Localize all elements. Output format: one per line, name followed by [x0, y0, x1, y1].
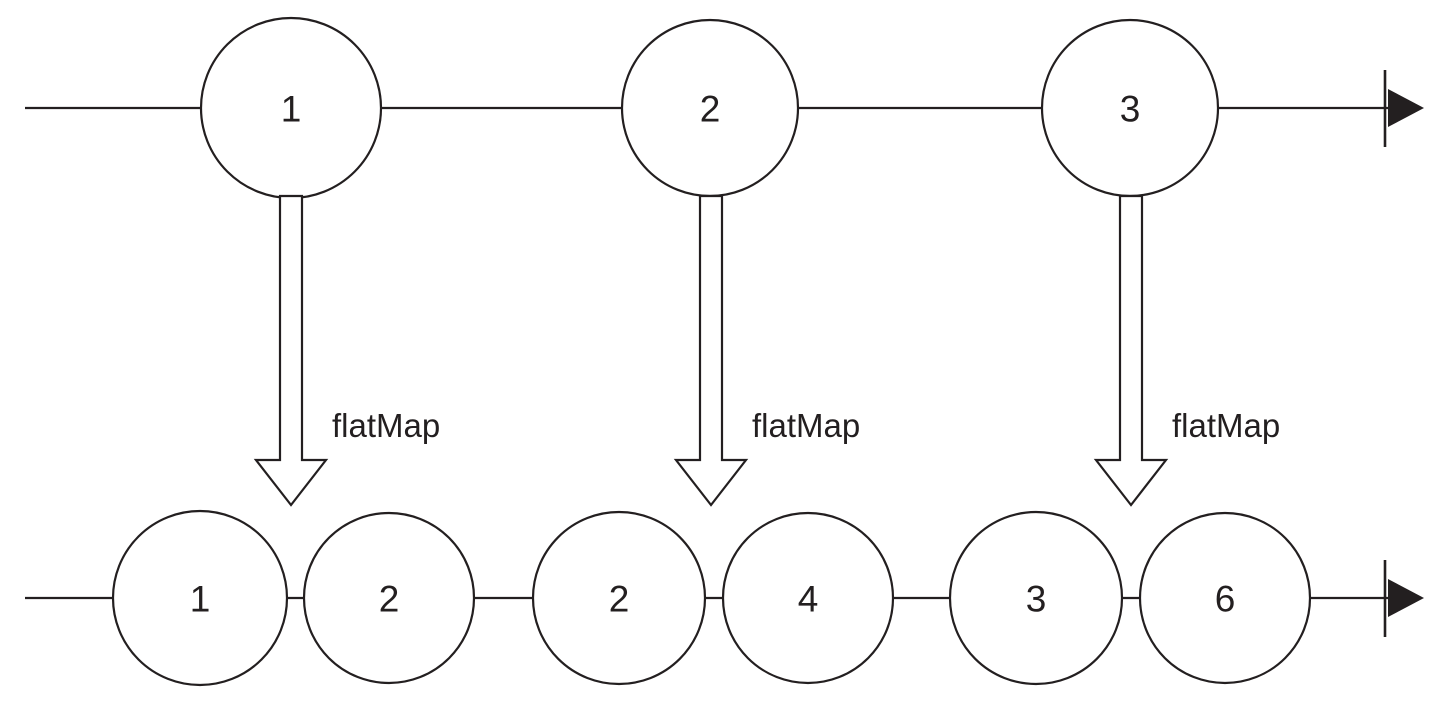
marble-circle[interactable] — [531, 510, 707, 686]
source-timeline-arrowhead — [1388, 89, 1424, 127]
marble-label: 3 — [1120, 89, 1141, 130]
result-timeline-arrowhead — [1388, 579, 1424, 617]
result-marble[interactable]: 1 — [111, 509, 289, 687]
operator-label: flatMap — [752, 407, 860, 444]
result-marble[interactable]: 6 — [1138, 511, 1312, 685]
marble-label: 6 — [1215, 579, 1236, 620]
flatmap-arrow-icon — [673, 194, 749, 507]
result-marble[interactable]: 4 — [721, 511, 895, 685]
flatmap-operator[interactable]: flatMap — [673, 194, 860, 507]
marble-circle[interactable] — [302, 511, 476, 685]
source-marble[interactable]: 2 — [620, 18, 800, 198]
source-marble[interactable]: 3 — [1040, 18, 1220, 198]
result-stream: 1 2 2 4 3 6 — [25, 509, 1424, 687]
source-stream: 1 2 3 — [25, 16, 1424, 200]
marble-circle[interactable] — [1138, 511, 1312, 685]
marble-label: 1 — [190, 579, 211, 620]
flatmap-operator[interactable]: flatMap — [1093, 194, 1280, 507]
flatmap-operator[interactable]: flatMap — [253, 194, 440, 507]
operator-arrows: flatMap flatMap flatMap — [253, 194, 1280, 507]
result-marble[interactable]: 3 — [948, 510, 1124, 686]
marble-label: 4 — [798, 579, 819, 620]
flatmap-arrow-icon — [1093, 194, 1169, 507]
marble-label: 3 — [1026, 579, 1047, 620]
source-marble[interactable]: 1 — [199, 16, 383, 200]
operator-label: flatMap — [332, 407, 440, 444]
marble-label: 2 — [609, 579, 630, 620]
marble-label: 1 — [281, 89, 302, 130]
marble-circle[interactable] — [721, 511, 895, 685]
operator-label: flatMap — [1172, 407, 1280, 444]
marble-circle[interactable] — [948, 510, 1124, 686]
flatmap-arrow-icon — [253, 194, 329, 507]
marble-label: 2 — [379, 579, 400, 620]
result-marble[interactable]: 2 — [302, 511, 476, 685]
marble-circle[interactable] — [111, 509, 289, 687]
marble-label: 2 — [700, 89, 721, 130]
result-marble[interactable]: 2 — [531, 510, 707, 686]
